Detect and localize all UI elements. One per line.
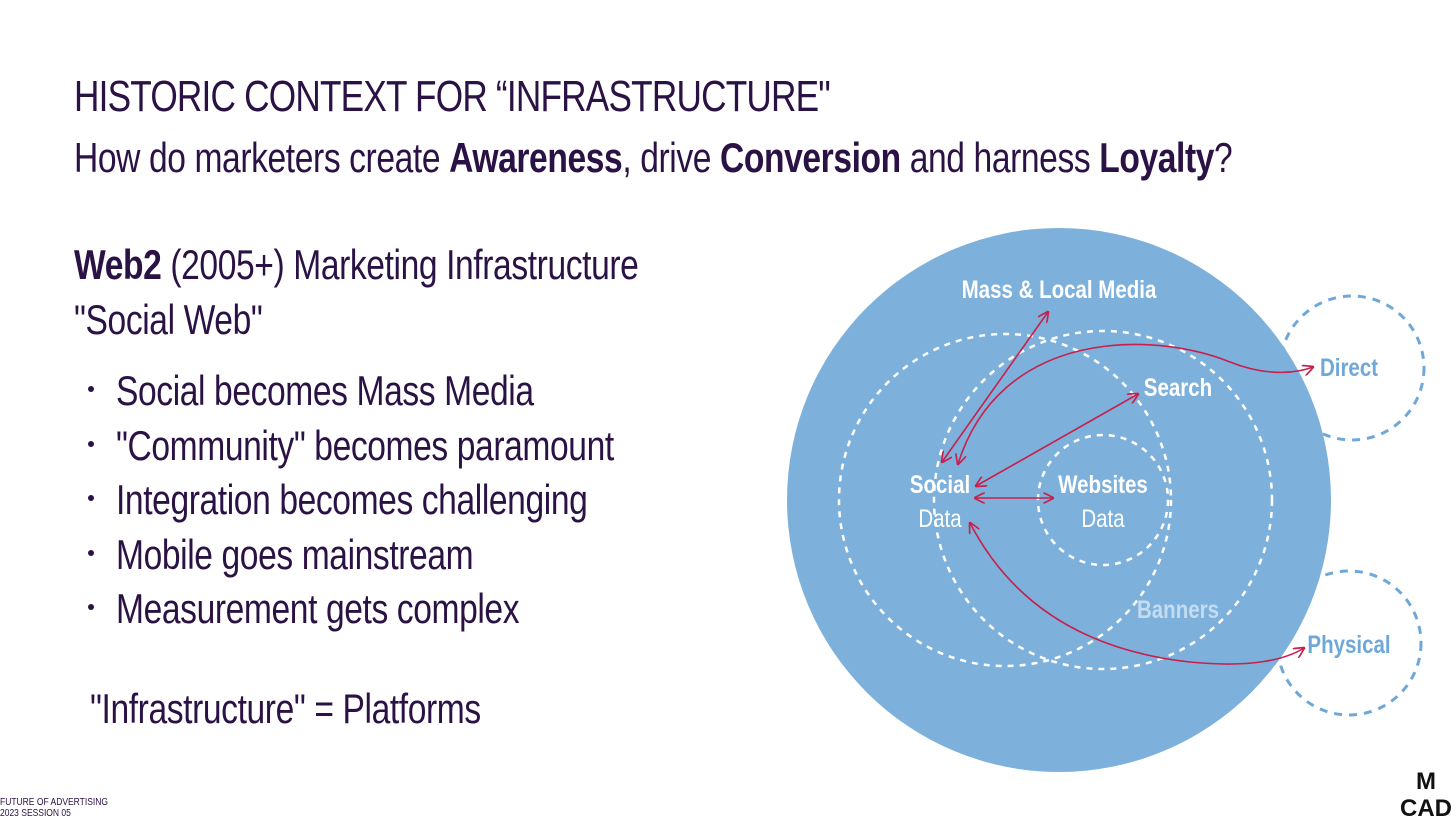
search-sphere-circle xyxy=(932,329,1274,671)
mass-local-media-label: Mass & Local Media xyxy=(962,275,1157,303)
social-to-direct-arrow xyxy=(958,343,1313,464)
logo-line-2: CAD xyxy=(1400,795,1452,822)
footer-line-1: FUTURE OF ADVERTISING xyxy=(0,797,109,808)
bullet-text: Measurement gets complex xyxy=(116,585,520,632)
question-part-1: How do marketers create xyxy=(74,134,450,181)
bullet-text: "Community" becomes paramount xyxy=(116,421,614,469)
logo: M CAD xyxy=(1400,768,1456,822)
social-data-label: Data xyxy=(918,504,962,532)
bullet-dot xyxy=(88,495,94,501)
awareness-term: Awareness xyxy=(449,134,623,181)
social-label: Social xyxy=(910,470,970,498)
bullet-text: Integration becomes challenging xyxy=(116,476,588,523)
bullet-dot xyxy=(88,549,94,556)
bullet-text: Mobile goes mainstream xyxy=(116,530,474,578)
question-part-3: and harness xyxy=(900,134,1100,181)
web2-term: Web2 xyxy=(74,241,162,288)
loyalty-term: Loyalty xyxy=(1099,134,1215,181)
logo-line-1: M xyxy=(1416,768,1436,795)
social-to-physical-arrow xyxy=(970,523,1304,665)
footer-line-2: 2023 SESSION 05 xyxy=(0,808,71,819)
bullet-dot xyxy=(88,604,94,610)
question-part-2: , drive xyxy=(622,134,720,181)
physical-label: Physical xyxy=(1307,630,1390,658)
section-heading: Web2 (2005+) Marketing Infrastructure xyxy=(74,240,639,290)
bullet-dot xyxy=(88,386,94,392)
heading-rest: (2005+) Marketing Infrastructure xyxy=(161,241,639,288)
banners-label: Banners xyxy=(1137,595,1219,623)
ecosystem-circle xyxy=(787,228,1331,772)
bullet-dot xyxy=(88,440,94,447)
conversion-term: Conversion xyxy=(719,134,901,181)
direct-label: Direct xyxy=(1320,353,1378,381)
websites-label: Websites xyxy=(1058,470,1148,498)
slide-title: HISTORIC CONTEXT FOR “INFRASTRUCTURE" xyxy=(74,72,831,121)
slide-question: How do marketers create Awareness, drive… xyxy=(74,133,1233,183)
footer-caption: FUTURE OF ADVERTISING 2023 SESSION 05 xyxy=(0,797,108,819)
bullet-text: Social becomes Mass Media xyxy=(116,367,534,414)
websites-data-label: Data xyxy=(1081,504,1125,532)
infrastructure-statement: "Infrastructure" = Platforms xyxy=(90,685,481,732)
question-part-4: ? xyxy=(1214,134,1233,181)
section-subtitle: "Social Web" xyxy=(74,296,263,343)
search-label: Search xyxy=(1144,373,1212,401)
